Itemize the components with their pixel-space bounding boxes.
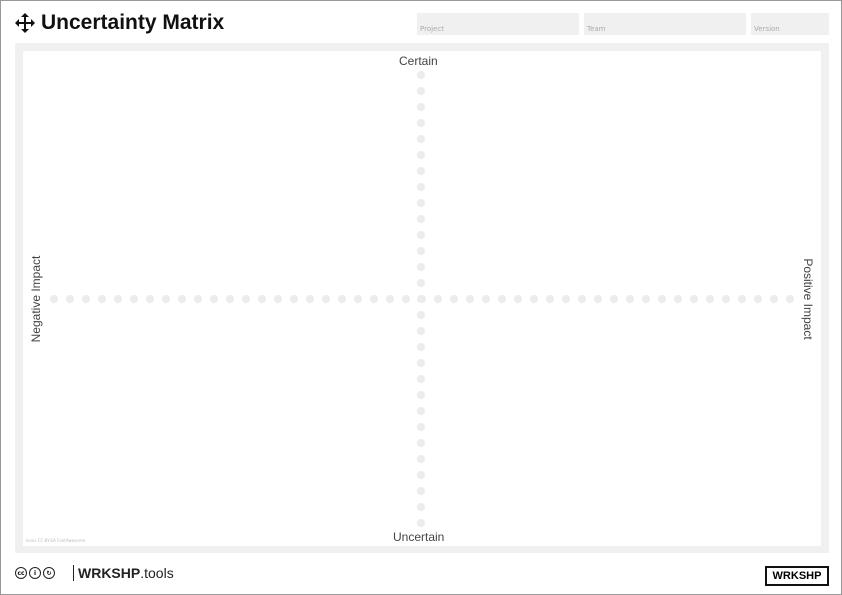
matrix-canvas[interactable]: Certain Uncertain Negative Impact Positi… — [23, 51, 821, 546]
axis-dot — [417, 407, 425, 415]
axis-dot — [417, 343, 425, 351]
axis-dot — [466, 295, 474, 303]
axis-dot — [418, 295, 426, 303]
axis-dot — [82, 295, 90, 303]
axis-dot — [417, 311, 425, 319]
axis-dot — [706, 295, 714, 303]
axis-dot — [306, 295, 314, 303]
axis-dot — [370, 295, 378, 303]
axis-dot — [658, 295, 666, 303]
by-icon: i — [29, 567, 41, 579]
axis-label-positive-impact: Positive Impact — [801, 258, 815, 340]
axis-dot — [386, 295, 394, 303]
axis-dot — [417, 359, 425, 367]
axis-dot — [338, 295, 346, 303]
axis-dot — [402, 295, 410, 303]
axis-dot — [50, 295, 58, 303]
axis-dot — [417, 487, 425, 495]
sa-icon: ↻ — [43, 567, 55, 579]
axis-dot — [417, 199, 425, 207]
axis-label-uncertain: Uncertain — [393, 530, 445, 544]
team-field[interactable]: Team — [584, 13, 746, 35]
axis-dot — [162, 295, 170, 303]
axis-dot — [578, 295, 586, 303]
axis-dot — [194, 295, 202, 303]
axis-dot — [450, 295, 458, 303]
axis-dot — [754, 295, 762, 303]
axis-dot — [594, 295, 602, 303]
cc-icon: cc — [15, 567, 27, 579]
page-title: Uncertainty Matrix — [15, 11, 224, 35]
axis-dot — [786, 295, 794, 303]
axis-dot — [290, 295, 298, 303]
axis-dot — [417, 87, 425, 95]
axis-dot — [674, 295, 682, 303]
axis-dot — [417, 263, 425, 271]
axis-dot — [417, 423, 425, 431]
axis-dot — [274, 295, 282, 303]
axis-dot — [530, 295, 538, 303]
axis-dot — [66, 295, 74, 303]
axis-dot — [417, 215, 425, 223]
axis-dot — [417, 71, 425, 79]
axis-dot — [417, 519, 425, 527]
axis-dot — [498, 295, 506, 303]
axis-dot — [642, 295, 650, 303]
wrkshp-logo: WRKSHP — [765, 566, 829, 586]
axis-dot — [770, 295, 778, 303]
axis-dot — [114, 295, 122, 303]
axis-dot — [417, 375, 425, 383]
axis-dot — [514, 295, 522, 303]
axis-dot — [482, 295, 490, 303]
axis-dot — [417, 151, 425, 159]
license-icons: cc i ↻ — [15, 567, 55, 579]
axis-dot — [417, 119, 425, 127]
axis-dot — [417, 231, 425, 239]
axis-dot — [417, 103, 425, 111]
axis-dot — [562, 295, 570, 303]
axis-dot — [417, 455, 425, 463]
axis-dot — [434, 295, 442, 303]
project-field[interactable]: Project — [417, 13, 579, 35]
axis-dot — [417, 167, 425, 175]
axis-dot — [546, 295, 554, 303]
axis-dot — [690, 295, 698, 303]
axis-dot — [417, 391, 425, 399]
axis-dot — [130, 295, 138, 303]
title-text: Uncertainty Matrix — [41, 11, 225, 34]
axis-dot — [417, 247, 425, 255]
axis-dot — [146, 295, 154, 303]
axis-dot — [417, 439, 425, 447]
axis-dot — [210, 295, 218, 303]
axis-dot — [610, 295, 618, 303]
axis-dot — [417, 327, 425, 335]
axis-dot — [722, 295, 730, 303]
axis-dot — [322, 295, 330, 303]
axis-dot — [226, 295, 234, 303]
axis-dot — [258, 295, 266, 303]
version-field[interactable]: Version — [751, 13, 829, 35]
icon-credit: Icons CC-BY-SA FontAwesome — [26, 538, 86, 543]
axis-dot — [178, 295, 186, 303]
axis-dot — [354, 295, 362, 303]
axis-dot — [242, 295, 250, 303]
axis-dot — [417, 471, 425, 479]
axis-dot — [626, 295, 634, 303]
brand: WRKSHP.tools — [73, 565, 174, 581]
axis-label-certain: Certain — [399, 54, 438, 68]
axis-dot — [417, 183, 425, 191]
axis-label-negative-impact: Negative Impact — [29, 255, 43, 343]
arrows-move-icon — [15, 13, 35, 33]
axis-dot — [417, 279, 425, 287]
axis-dot — [417, 135, 425, 143]
axis-dot — [98, 295, 106, 303]
axis-dot — [738, 295, 746, 303]
axis-dot — [417, 503, 425, 511]
